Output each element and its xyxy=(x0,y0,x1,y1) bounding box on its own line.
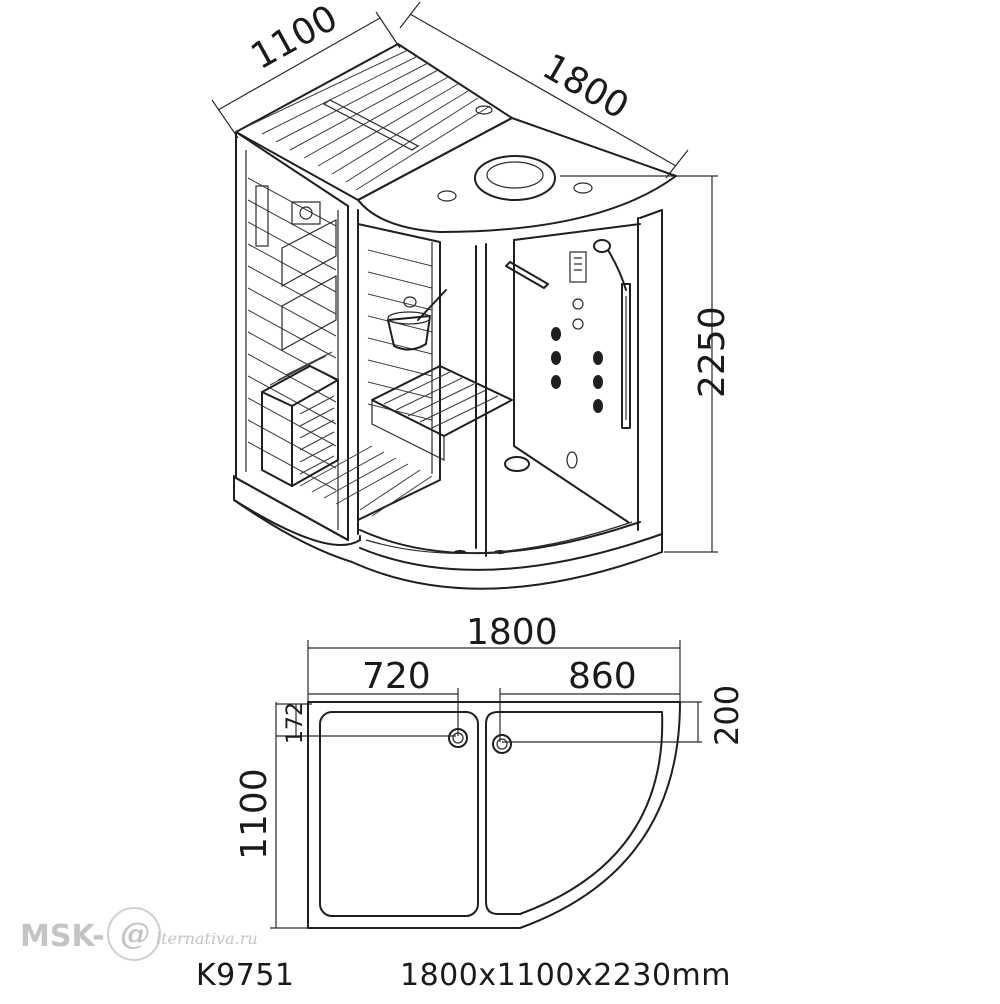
watermark-prefix: MSK- xyxy=(20,919,105,954)
sauna-heater xyxy=(261,351,339,487)
plan-total-width-dimension: 1800 xyxy=(307,612,681,702)
watermark-at: @ xyxy=(120,917,150,952)
sauna-control-panel xyxy=(255,185,269,247)
roof-light-left xyxy=(437,190,457,202)
shower-roof xyxy=(357,117,677,233)
plan-left-section-label: 720 xyxy=(362,656,431,697)
overall-size: 1800x1100x2230mm xyxy=(400,958,731,993)
iso-width-dimension: 1800 xyxy=(399,1,689,179)
iso-height-dimension: 2250 xyxy=(560,175,733,553)
hand-shower xyxy=(593,239,631,429)
plan-total-width-label: 1800 xyxy=(466,612,558,653)
plan-tray-outline xyxy=(307,701,681,929)
plan-left-section-dimension: 720 xyxy=(308,656,459,736)
plan-depth-dimension: 1100 xyxy=(234,702,310,929)
plan-right-section-label: 860 xyxy=(568,656,637,697)
plan-depth-label: 1100 xyxy=(234,768,275,860)
plan-left-drain-dimension: 172 xyxy=(276,702,456,744)
massage-jets xyxy=(551,327,603,413)
watermark-logo-icon xyxy=(107,907,161,961)
model-code: K9751 xyxy=(196,958,295,993)
plan-right-drain-dimension: 200 xyxy=(502,685,746,746)
shower-shelf xyxy=(505,261,549,289)
sauna-speaker xyxy=(291,201,321,225)
sauna-glass-section xyxy=(299,205,513,541)
caption: K9751 1800x1100x2230mm xyxy=(196,958,731,993)
tray-drain xyxy=(504,456,530,472)
watermark: MSK- @ lternativa.ru xyxy=(20,907,258,961)
shower-enclosure xyxy=(431,217,641,557)
roof-light-right xyxy=(573,182,593,194)
sauna-backrest-lower xyxy=(281,274,337,352)
iso-width-label: 1800 xyxy=(536,46,636,127)
plan-right-drain-label: 200 xyxy=(708,685,746,746)
plan-right-section-dimension: 860 xyxy=(499,656,680,742)
plan-left-drain xyxy=(448,728,468,748)
isometric-view: 1100 1800 2250 xyxy=(211,0,733,590)
plan-right-drain xyxy=(492,734,512,754)
sauna-room xyxy=(235,131,349,541)
plan-left-drain-label: 172 xyxy=(283,702,308,744)
sauna-backrest-upper xyxy=(281,219,337,288)
mixer-valve xyxy=(572,298,584,310)
shower-control-panel xyxy=(569,251,587,283)
sauna-bench xyxy=(371,365,513,437)
sauna-bucket xyxy=(387,289,447,351)
plan-sauna-floor xyxy=(319,711,479,917)
shower-tray-base xyxy=(233,209,663,590)
overhead-rain-shower xyxy=(474,155,556,201)
iso-height-label: 2250 xyxy=(692,306,733,398)
plan-shower-floor xyxy=(485,711,664,915)
plan-view: 1800 720 860 172 200 xyxy=(234,612,746,929)
watermark-suffix: lternativa.ru xyxy=(156,929,258,948)
iso-depth-dimension: 1100 xyxy=(211,0,401,139)
